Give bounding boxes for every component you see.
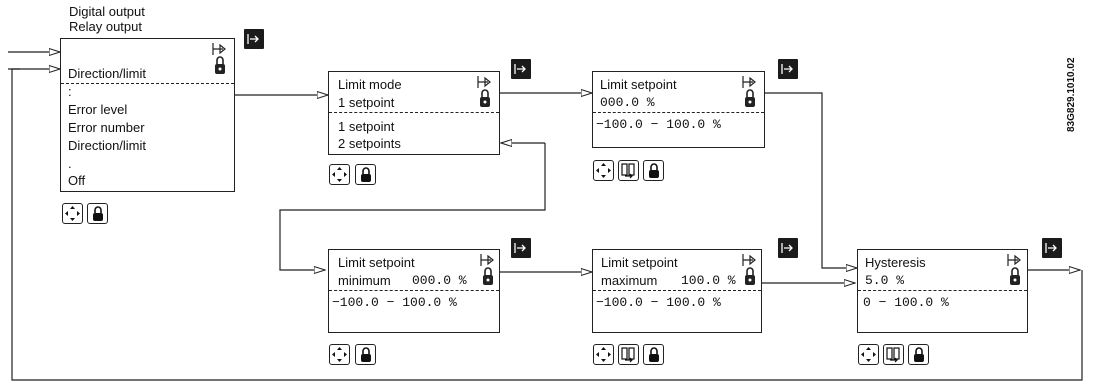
limit-min-title: Limit setpoint [338, 255, 415, 270]
lock-button-limit-setpoint[interactable] [643, 160, 664, 181]
menu-item-off[interactable]: Off [68, 173, 86, 188]
copy-panels-icon [621, 347, 635, 363]
enter-button-limit-min[interactable] [511, 238, 531, 258]
copy-button-hysteresis[interactable] [883, 344, 904, 365]
limit-max-title: Limit setpoint [601, 255, 678, 270]
padlock-icon [212, 43, 226, 74]
limit-max-value[interactable]: 100.0 % [681, 273, 736, 288]
enter-arrow-icon [1045, 243, 1057, 253]
relay-output-label: Relay output [69, 19, 142, 34]
lock-button-limit-min[interactable] [355, 344, 376, 365]
enter-button-menu[interactable] [244, 29, 264, 49]
limit-min-label: minimum [338, 273, 391, 288]
navigate-button-limit-min[interactable] [329, 344, 350, 365]
menu-item-error-level[interactable]: Error level [68, 102, 128, 117]
hysteresis-box[interactable]: Hysteresis 5.0 % 0 − 100.0 % [857, 249, 1028, 333]
navigate-button-limit-setpoint[interactable] [593, 160, 614, 181]
enter-arrow-icon [781, 243, 793, 253]
padlock-icon [93, 206, 103, 221]
limit-max-label: maximum [601, 273, 658, 288]
menu-divider [61, 83, 234, 84]
hysteresis-range: 0 − 100.0 % [863, 295, 949, 310]
divider [593, 290, 761, 291]
enter-button-hysteresis[interactable] [1042, 238, 1062, 258]
four-arrows-icon [861, 347, 876, 362]
divider [329, 290, 499, 291]
padlock-icon [742, 254, 756, 285]
enter-arrow-icon [514, 64, 526, 74]
digital-output-label: Digital output [69, 4, 145, 19]
limit-setpoint-value[interactable]: 000.0 % [600, 95, 655, 110]
limit-mode-title: Limit mode [338, 77, 402, 92]
limit-setpoint-range: −100.0 − 100.0 % [596, 117, 721, 132]
limit-max-range: −100.0 − 100.0 % [596, 295, 721, 310]
copy-panels-icon [621, 163, 635, 179]
enter-arrow-icon [247, 34, 259, 44]
four-arrows-icon [596, 347, 611, 362]
output-menu-box[interactable]: Direction/limit : Error level Error numb… [60, 38, 235, 192]
limit-min-box[interactable]: Limit setpoint minimum 000.0 % −100.0 − … [328, 249, 500, 333]
lock-button-limit-mode[interactable] [355, 164, 376, 185]
four-arrows-icon [332, 167, 347, 182]
menu-item[interactable]: . [68, 156, 72, 171]
limit-setpoint-box[interactable]: Limit setpoint 000.0 % −100.0 − 100.0 % [592, 71, 765, 148]
enter-arrow-icon [514, 243, 526, 253]
padlock-icon [914, 347, 924, 362]
enter-button-limit-mode[interactable] [511, 59, 531, 79]
padlock-icon [1007, 254, 1021, 285]
navigate-button-menu[interactable] [62, 203, 83, 224]
limit-mode-box[interactable]: Limit mode 1 setpoint 1 setpoint 2 setpo… [328, 71, 500, 155]
copy-button-limit-setpoint[interactable] [618, 160, 639, 181]
menu-item[interactable]: : [68, 84, 72, 99]
enter-button-limit-max[interactable] [778, 238, 798, 258]
padlock-icon [361, 347, 371, 362]
padlock-icon [361, 167, 371, 182]
divider [329, 112, 499, 113]
divider [858, 290, 1027, 291]
drawing-number: 83G829.1010.02 [1062, 40, 1084, 140]
navigate-button-limit-max[interactable] [593, 344, 614, 365]
option-2-setpoints[interactable]: 2 setpoints [338, 136, 401, 151]
lock-button-menu[interactable] [87, 203, 108, 224]
padlock-icon [477, 76, 491, 107]
drawing-number-text: 83G829.1010.02 [1066, 57, 1077, 132]
hysteresis-value[interactable]: 5.0 % [865, 273, 905, 288]
four-arrows-icon [332, 347, 347, 362]
divider [593, 112, 764, 113]
enter-arrow-icon [781, 64, 793, 74]
lock-button-hysteresis[interactable] [908, 344, 929, 365]
padlock-icon [480, 254, 494, 285]
selected-item: Direction/limit [68, 66, 147, 81]
lock-button-limit-max[interactable] [643, 344, 664, 365]
menu-item-direction-limit[interactable]: Direction/limit [68, 138, 147, 153]
padlock-icon [649, 163, 659, 178]
four-arrows-icon [65, 206, 80, 221]
menu-item-error-number[interactable]: Error number [68, 120, 145, 135]
copy-panels-icon [886, 347, 900, 363]
enter-button-limit-setpoint[interactable] [778, 59, 798, 79]
option-1-setpoint[interactable]: 1 setpoint [338, 119, 395, 134]
limit-max-box[interactable]: Limit setpoint maximum 100.0 % −100.0 − … [592, 249, 762, 333]
limit-min-range: −100.0 − 100.0 % [332, 295, 457, 310]
hysteresis-title: Hysteresis [865, 255, 926, 270]
copy-button-limit-max[interactable] [618, 344, 639, 365]
limit-mode-value: 1 setpoint [338, 95, 395, 110]
padlock-icon [742, 76, 756, 107]
navigate-button-hysteresis[interactable] [858, 344, 879, 365]
four-arrows-icon [596, 163, 611, 178]
navigate-button-limit-mode[interactable] [329, 164, 350, 185]
padlock-icon [649, 347, 659, 362]
limit-setpoint-title: Limit setpoint [600, 77, 677, 92]
limit-min-value[interactable]: 000.0 % [412, 273, 467, 288]
